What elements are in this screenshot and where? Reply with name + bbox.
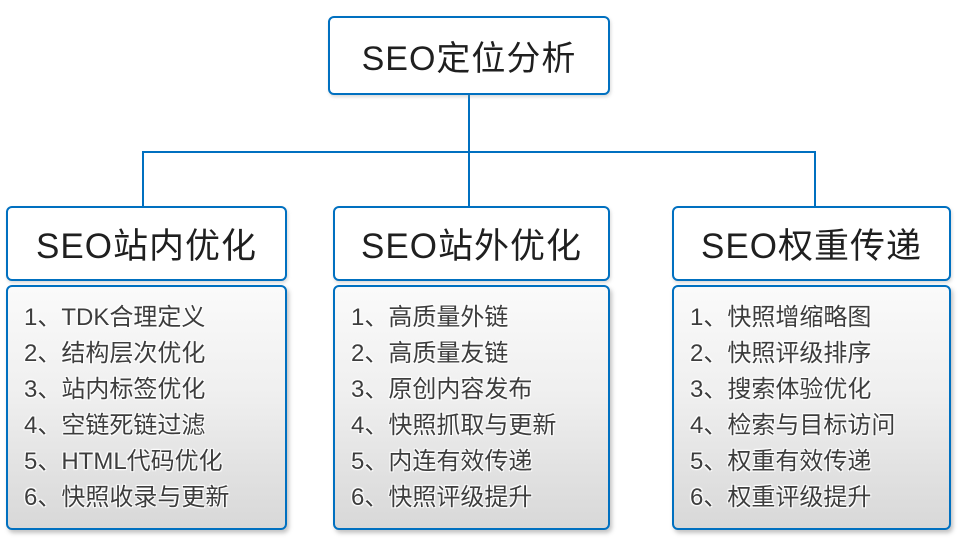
- list-item: 4、空链死链过滤: [24, 412, 206, 439]
- list-item: 3、站内标签优化: [24, 376, 206, 403]
- list-card-weight: 1、快照增缩略图 2、快照评级排序 3、搜索体验优化 4、检索与目标访问 5、权…: [672, 285, 951, 530]
- list-item: 2、高质量友链: [351, 340, 509, 367]
- root-node: SEO定位分析: [328, 16, 610, 95]
- list-item: 5、HTML代码优化: [24, 448, 223, 475]
- branch-title: SEO站外优化: [361, 227, 582, 266]
- branch-head-weight: SEO权重传递: [672, 206, 951, 281]
- list-item: 5、内连有效传递: [351, 448, 533, 475]
- list-card-offsite: 1、高质量外链 2、高质量友链 3、原创内容发布 4、快照抓取与更新 5、内连有…: [333, 285, 610, 530]
- list-item: 6、快照评级提升: [351, 484, 533, 511]
- list-item: 4、检索与目标访问: [690, 412, 896, 439]
- branch-weight-transfer: SEO权重传递 1、快照增缩略图 2、快照评级排序 3、搜索体验优化 4、检索与…: [672, 206, 951, 530]
- list-item: 3、原创内容发布: [351, 376, 533, 403]
- branch-offsite-optimization: SEO站外优化 1、高质量外链 2、高质量友链 3、原创内容发布 4、快照抓取与…: [333, 206, 610, 530]
- branch-onsite-optimization: SEO站内优化 1、TDK合理定义 2、结构层次优化 3、站内标签优化 4、空链…: [6, 206, 287, 530]
- branch-title: SEO站内优化: [36, 227, 257, 266]
- root-title: SEO定位分析: [361, 40, 577, 78]
- list-item: 1、TDK合理定义: [24, 304, 206, 331]
- list-item: 5、权重有效传递: [690, 448, 872, 475]
- list-item: 2、结构层次优化: [24, 340, 206, 367]
- list-item: 3、搜索体验优化: [690, 376, 872, 403]
- list-card-onsite: 1、TDK合理定义 2、结构层次优化 3、站内标签优化 4、空链死链过滤 5、H…: [6, 285, 287, 530]
- branch-head-onsite: SEO站内优化: [6, 206, 287, 281]
- branch-head-offsite: SEO站外优化: [333, 206, 610, 281]
- list-item: 6、权重评级提升: [690, 484, 872, 511]
- branch-title: SEO权重传递: [701, 227, 922, 266]
- list-item: 4、快照抓取与更新: [351, 412, 557, 439]
- list-item: 6、快照收录与更新: [24, 484, 230, 511]
- list-item: 1、高质量外链: [351, 304, 509, 331]
- list-item: 2、快照评级排序: [690, 340, 872, 367]
- list-item: 1、快照增缩略图: [690, 304, 872, 331]
